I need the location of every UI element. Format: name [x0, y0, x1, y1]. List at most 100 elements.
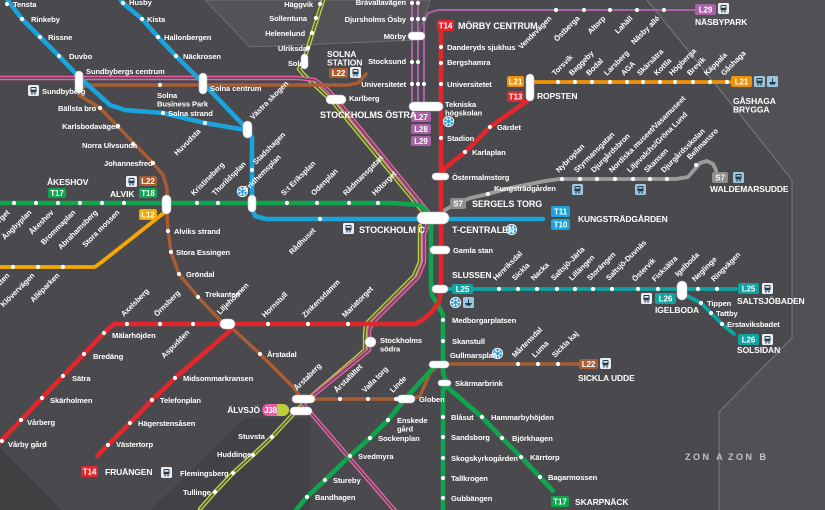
station-dot [462, 149, 468, 155]
svg-text:T14: T14 [439, 22, 453, 31]
station-dot [101, 330, 107, 336]
station-dot [479, 414, 485, 420]
station-label: KUNGSTRÄDGÅRDEN [578, 214, 668, 224]
station-dot [438, 135, 444, 141]
station-dot [707, 79, 713, 85]
interchange-capsule [325, 94, 347, 105]
station-dot [440, 434, 446, 440]
svg-text:T18: T18 [141, 189, 155, 198]
station-label: Alviks strand [174, 227, 221, 236]
station-dot [269, 434, 275, 440]
line-badge-T17: T17 [48, 188, 66, 198]
station-label: Vårberg [27, 418, 55, 427]
line-badge-S7: S7 [450, 198, 466, 209]
station-label: Hallonbergen [164, 33, 212, 42]
station-label: FRUÄNGEN [105, 467, 152, 477]
station-dot [496, 286, 502, 292]
interchange-capsule [676, 280, 688, 301]
station-label: Sundbybergs centrum [86, 67, 165, 76]
station-label: Solna centrum [210, 84, 262, 93]
station-dot [105, 442, 111, 448]
transit-line-metro-red-fruangen [94, 326, 235, 459]
station-label: Västertorp [116, 440, 153, 449]
station-dot [535, 361, 541, 367]
train-icon [762, 334, 773, 345]
station-dot [165, 228, 171, 234]
station-dot [150, 160, 156, 166]
station-dot [657, 79, 663, 85]
station-dot [607, 79, 613, 85]
station-dot [365, 396, 371, 402]
station-dot [440, 317, 446, 323]
station-dot [265, 321, 271, 327]
interchange-capsule [364, 336, 377, 348]
station-label: Djursholms Ösby [345, 15, 407, 24]
station-dot [60, 264, 66, 270]
station-dot [301, 60, 307, 66]
station-label: Erstaviksbadet [727, 320, 780, 329]
line-badge-L21: L21 [731, 76, 752, 87]
transit-line-tram-s7 [436, 159, 719, 216]
station-dot [313, 15, 319, 21]
transit-line-metro-blue-hjulsta [4, 0, 250, 133]
station-label: Bergshamra [447, 58, 491, 67]
station-dot [393, 396, 399, 402]
station-dot [438, 81, 444, 87]
station-dot [81, 351, 87, 357]
station-dot [518, 454, 524, 460]
station-label: Danderyds sjukhus [447, 43, 515, 52]
station-label: Solna strand [168, 109, 213, 118]
line-badge-L22: L22 [139, 176, 157, 186]
station-label: SOLSIDAN [737, 345, 780, 355]
station-label: MÖRBY CENTRUM [458, 21, 538, 31]
metro-icon [442, 115, 455, 128]
line-badge-L26: L26 [738, 334, 759, 345]
station-dot [149, 397, 155, 403]
station-dot [347, 453, 353, 459]
line-badge-L22: L22 [579, 359, 598, 369]
station-label: Östermalmstorg [452, 173, 510, 182]
station-label: Hammarbyhöjden [491, 413, 554, 422]
station-label: WALDEMARSUDDE [710, 184, 789, 194]
station-dot [194, 200, 200, 206]
interchange-capsule [431, 172, 450, 181]
line-badge-T10: T10 [551, 219, 570, 230]
zone-border [646, 0, 793, 510]
station-label: Gubbängen [451, 494, 493, 503]
interchange-capsule [407, 31, 426, 41]
station-dot [647, 176, 653, 182]
station-label: Sockenplan [378, 434, 420, 443]
station-dot [172, 375, 178, 381]
svg-text:L29: L29 [414, 137, 428, 146]
station-dot [438, 44, 444, 50]
station-label: Karlsbodavägen [62, 122, 120, 131]
station-label: Johannesfred [104, 159, 153, 168]
station-dot [195, 294, 201, 300]
station-dot [409, 0, 415, 6]
station-dot [314, 200, 320, 206]
station-label: Tullinge [183, 488, 211, 497]
station-dot [440, 475, 446, 481]
svg-text:L26: L26 [659, 295, 673, 304]
station-label: Karlaplan [472, 148, 506, 157]
station-label: Stadion [447, 134, 475, 143]
station-label: Blåsut [451, 413, 474, 422]
transit-line-metro-green-main [0, 200, 450, 388]
station-label: Gärdet [497, 123, 521, 132]
station-dot [612, 176, 618, 182]
interchange-capsule [525, 73, 535, 102]
interchange-capsule [429, 245, 451, 255]
station-label: Tippen [707, 299, 732, 308]
station-dot [322, 477, 328, 483]
tram-icon [733, 172, 744, 183]
interchange-capsule [247, 194, 257, 213]
line-badge-T14: T14 [81, 466, 98, 477]
station-dot [634, 7, 640, 13]
station-label: Skärmarbrink [455, 379, 504, 388]
interchange-capsule [242, 120, 253, 139]
metro-icon [505, 223, 518, 236]
station-label: Bandhagen [315, 493, 356, 502]
svg-text:L22: L22 [332, 69, 346, 78]
station-dot [590, 286, 596, 292]
